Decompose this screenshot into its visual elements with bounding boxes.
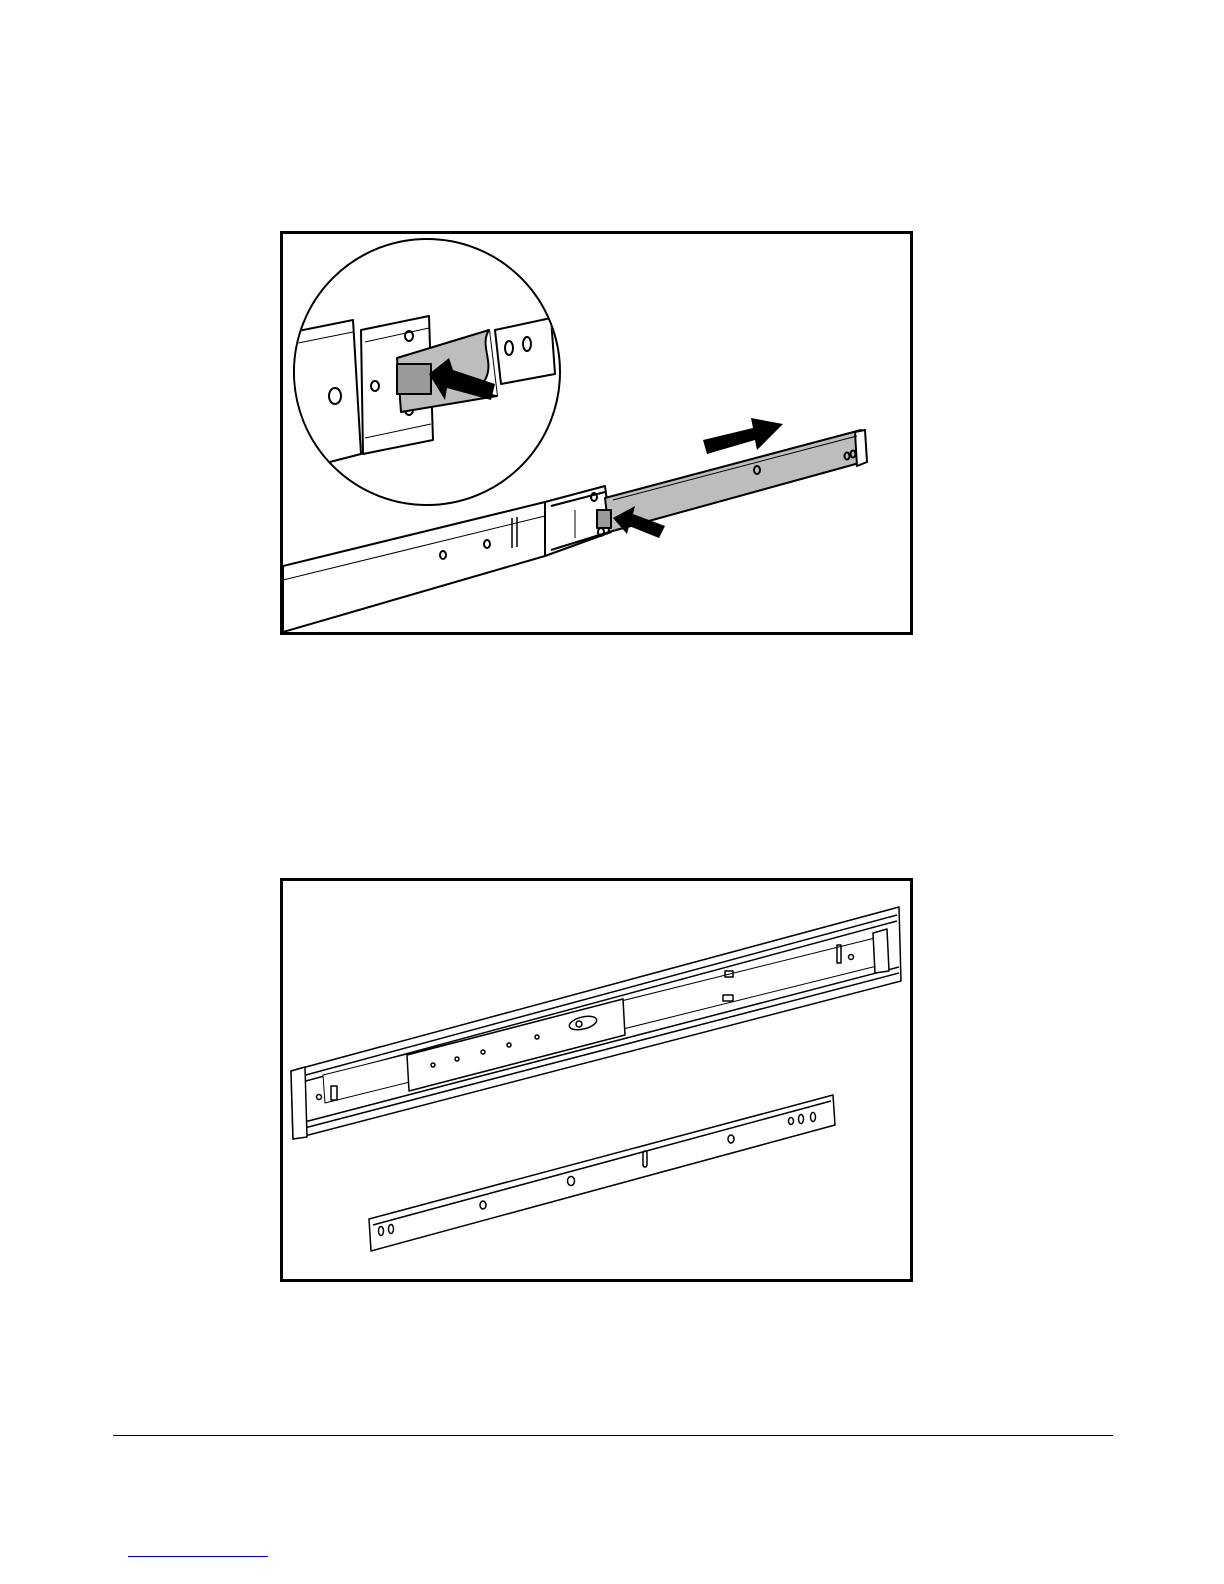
footer-link-underline[interactable]	[128, 1556, 268, 1557]
inner-rail-separated	[369, 1095, 835, 1251]
rail-separated-illustration	[283, 881, 910, 1279]
release-latch	[597, 510, 611, 528]
footer-divider	[113, 1435, 1113, 1436]
figure-rail-separated	[280, 878, 913, 1282]
figure-rail-release	[280, 231, 913, 635]
rail-release-illustration	[283, 234, 910, 632]
arrow-icon	[703, 418, 783, 454]
detail-callout-circle	[283, 239, 560, 505]
outer-rail	[283, 502, 545, 632]
